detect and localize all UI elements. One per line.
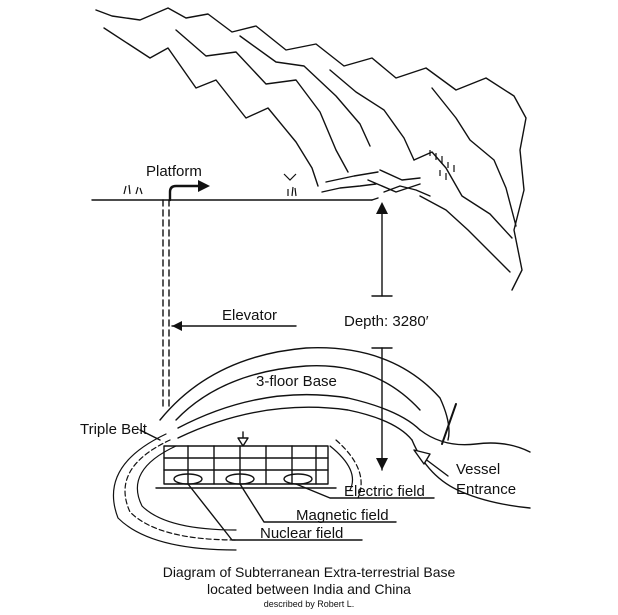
- vessel-pointer: [441, 403, 457, 445]
- mountain-ridge: [431, 87, 517, 227]
- platform-label: Platform: [146, 163, 202, 180]
- magnetic-field-pointer: [239, 483, 397, 523]
- dome: [159, 347, 450, 441]
- triple-belt: [124, 439, 237, 541]
- depth-label: Depth: 3280′: [344, 313, 429, 330]
- mountain-ridge: [321, 183, 377, 193]
- vegetation: [123, 150, 455, 197]
- triple-belt: [329, 445, 354, 491]
- mountain-ridge: [367, 179, 421, 193]
- mountain-ridge: [413, 151, 513, 239]
- platform-arrow: [168, 184, 200, 202]
- elevator-label: Elevator: [222, 307, 277, 324]
- triple-belt-label: Triple Belt: [80, 421, 148, 438]
- pod: [283, 473, 313, 485]
- entrance-label: Entrance: [456, 481, 516, 498]
- triple-belt: [136, 445, 237, 531]
- mountain-ridge: [239, 35, 371, 147]
- tunnel-arch: [177, 393, 421, 431]
- nuclear-field-label: Nuclear field: [260, 525, 343, 542]
- mountain-ridge: [379, 169, 421, 181]
- mountain-ridge: [383, 185, 431, 197]
- triple-belt-pointer: [139, 429, 161, 441]
- magnetic-field-label: Magnetic field: [296, 507, 389, 524]
- mountain-ridge: [419, 195, 511, 273]
- mountain-ridge: [325, 171, 379, 183]
- electric-field-label: Electric field: [344, 483, 425, 500]
- caption-title: Diagram of Subterranean Extra-terrestria…: [162, 564, 456, 580]
- base-building: [163, 445, 329, 485]
- mountain-ridge: [103, 27, 319, 187]
- triple-belt: [335, 439, 362, 499]
- tunnel-arch: [177, 406, 413, 441]
- caption-subtitle: located between India and China: [207, 581, 411, 597]
- electric-field-pointer: [295, 483, 435, 499]
- caption-credit: described by Robert L.: [263, 599, 355, 609]
- mountain-ridge: [175, 29, 349, 173]
- triple-belt: [113, 433, 237, 551]
- vessel-label: Vessel: [456, 461, 500, 478]
- vessel-tunnel: [419, 429, 531, 453]
- base-label: 3-floor Base: [256, 373, 337, 390]
- mountain-outline: [95, 7, 527, 291]
- dome-inner: [175, 364, 421, 421]
- nuclear-field-pointer: [187, 483, 363, 541]
- ground-line: [371, 197, 379, 201]
- mountain-ridge: [329, 69, 415, 161]
